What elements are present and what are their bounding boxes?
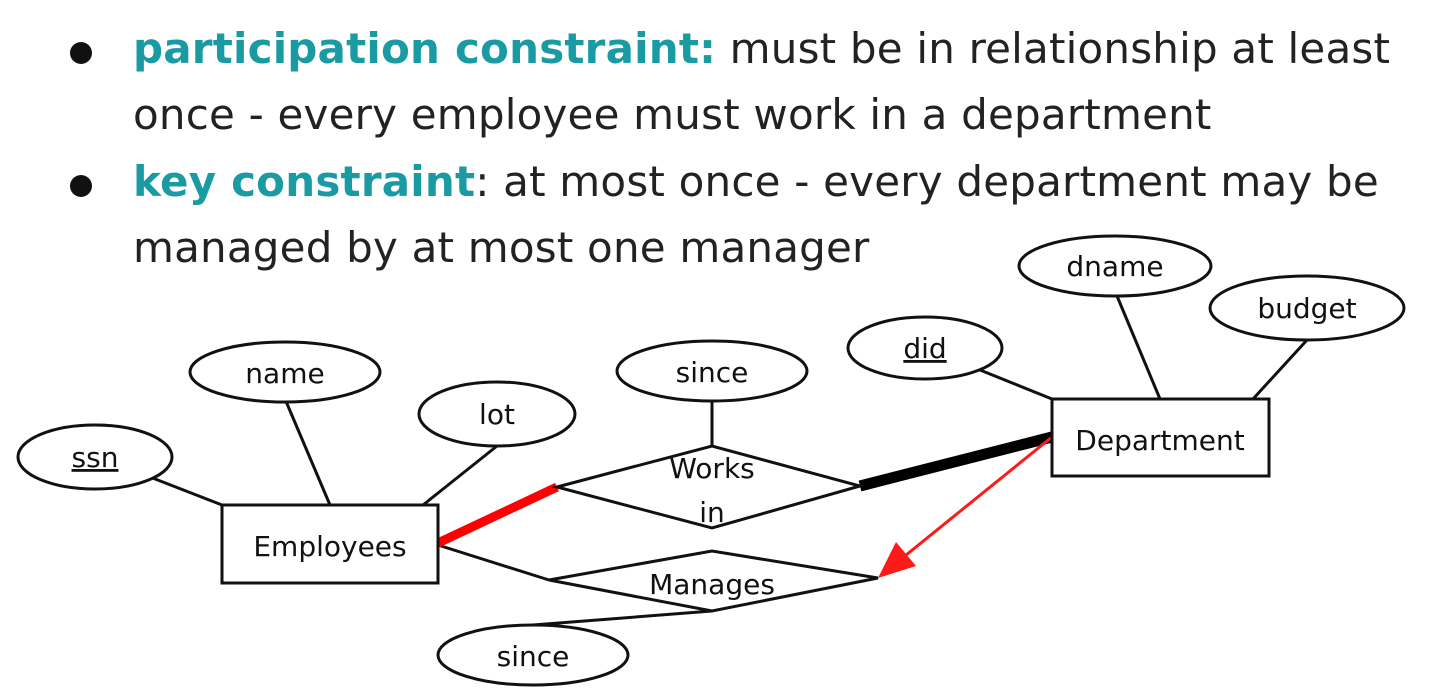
label-employees: Employees	[253, 530, 406, 563]
participation-edge-department-works-in	[858, 431, 1054, 492]
bullet-line-2: key constraint: at most once - every dep…	[133, 157, 1379, 206]
entity-department	[1050, 397, 1271, 478]
entity-employees	[220, 503, 440, 585]
connector-lines	[149, 295, 1309, 627]
attribute-budget	[1208, 274, 1406, 342]
attribute-ellipses	[16, 234, 1406, 687]
participation-text: must be in relationship at least	[716, 24, 1391, 73]
edge-dname	[1115, 295, 1162, 400]
attribute-did	[846, 315, 1004, 381]
edge-did	[979, 368, 1053, 401]
label-name: name	[245, 357, 324, 390]
arrow-head-icon	[878, 542, 916, 578]
attribute-name	[188, 340, 382, 404]
term-key: key constraint	[133, 157, 476, 206]
key-continuation: managed by at most one manager	[133, 223, 870, 272]
attribute-works-since	[615, 339, 809, 403]
label-works-since: since	[676, 356, 749, 389]
bullet-dot	[70, 42, 92, 64]
label-lot: lot	[479, 398, 515, 431]
edge-name	[283, 398, 332, 506]
key-constraint-arrow	[884, 435, 1053, 574]
attribute-dname	[1017, 234, 1213, 298]
label-budget: budget	[1257, 292, 1356, 325]
attribute-ssn	[16, 423, 174, 491]
bullet-dot	[70, 175, 92, 197]
edge-lot	[422, 444, 498, 507]
label-manages: Manages	[649, 568, 775, 601]
bullet-line-1: participation constraint: must be in rel…	[133, 24, 1390, 73]
edge-budget	[1251, 338, 1309, 401]
label-ssn: ssn	[72, 441, 119, 474]
label-did: did	[903, 332, 946, 365]
edge-ssn	[149, 475, 223, 507]
label-works-in-line2: in	[699, 496, 725, 529]
label-manages-since: since	[497, 640, 570, 673]
edge-employees-manages	[437, 543, 550, 582]
label-works-in-line1: Works	[669, 452, 755, 485]
participation-continuation: once - every employee must work in a dep…	[133, 90, 1212, 139]
key-text: : at most once - every department may be	[475, 157, 1379, 206]
label-department: Department	[1075, 424, 1244, 457]
label-dname: dname	[1066, 250, 1163, 283]
participation-edge-employees-works-in	[436, 482, 559, 548]
edge-manages-since	[532, 609, 713, 627]
relationship-works-in	[551, 444, 866, 530]
attribute-lot	[417, 380, 577, 448]
attribute-manages-since	[436, 623, 630, 687]
relationship-manages	[548, 549, 879, 613]
term-participation: participation constraint:	[133, 24, 717, 73]
